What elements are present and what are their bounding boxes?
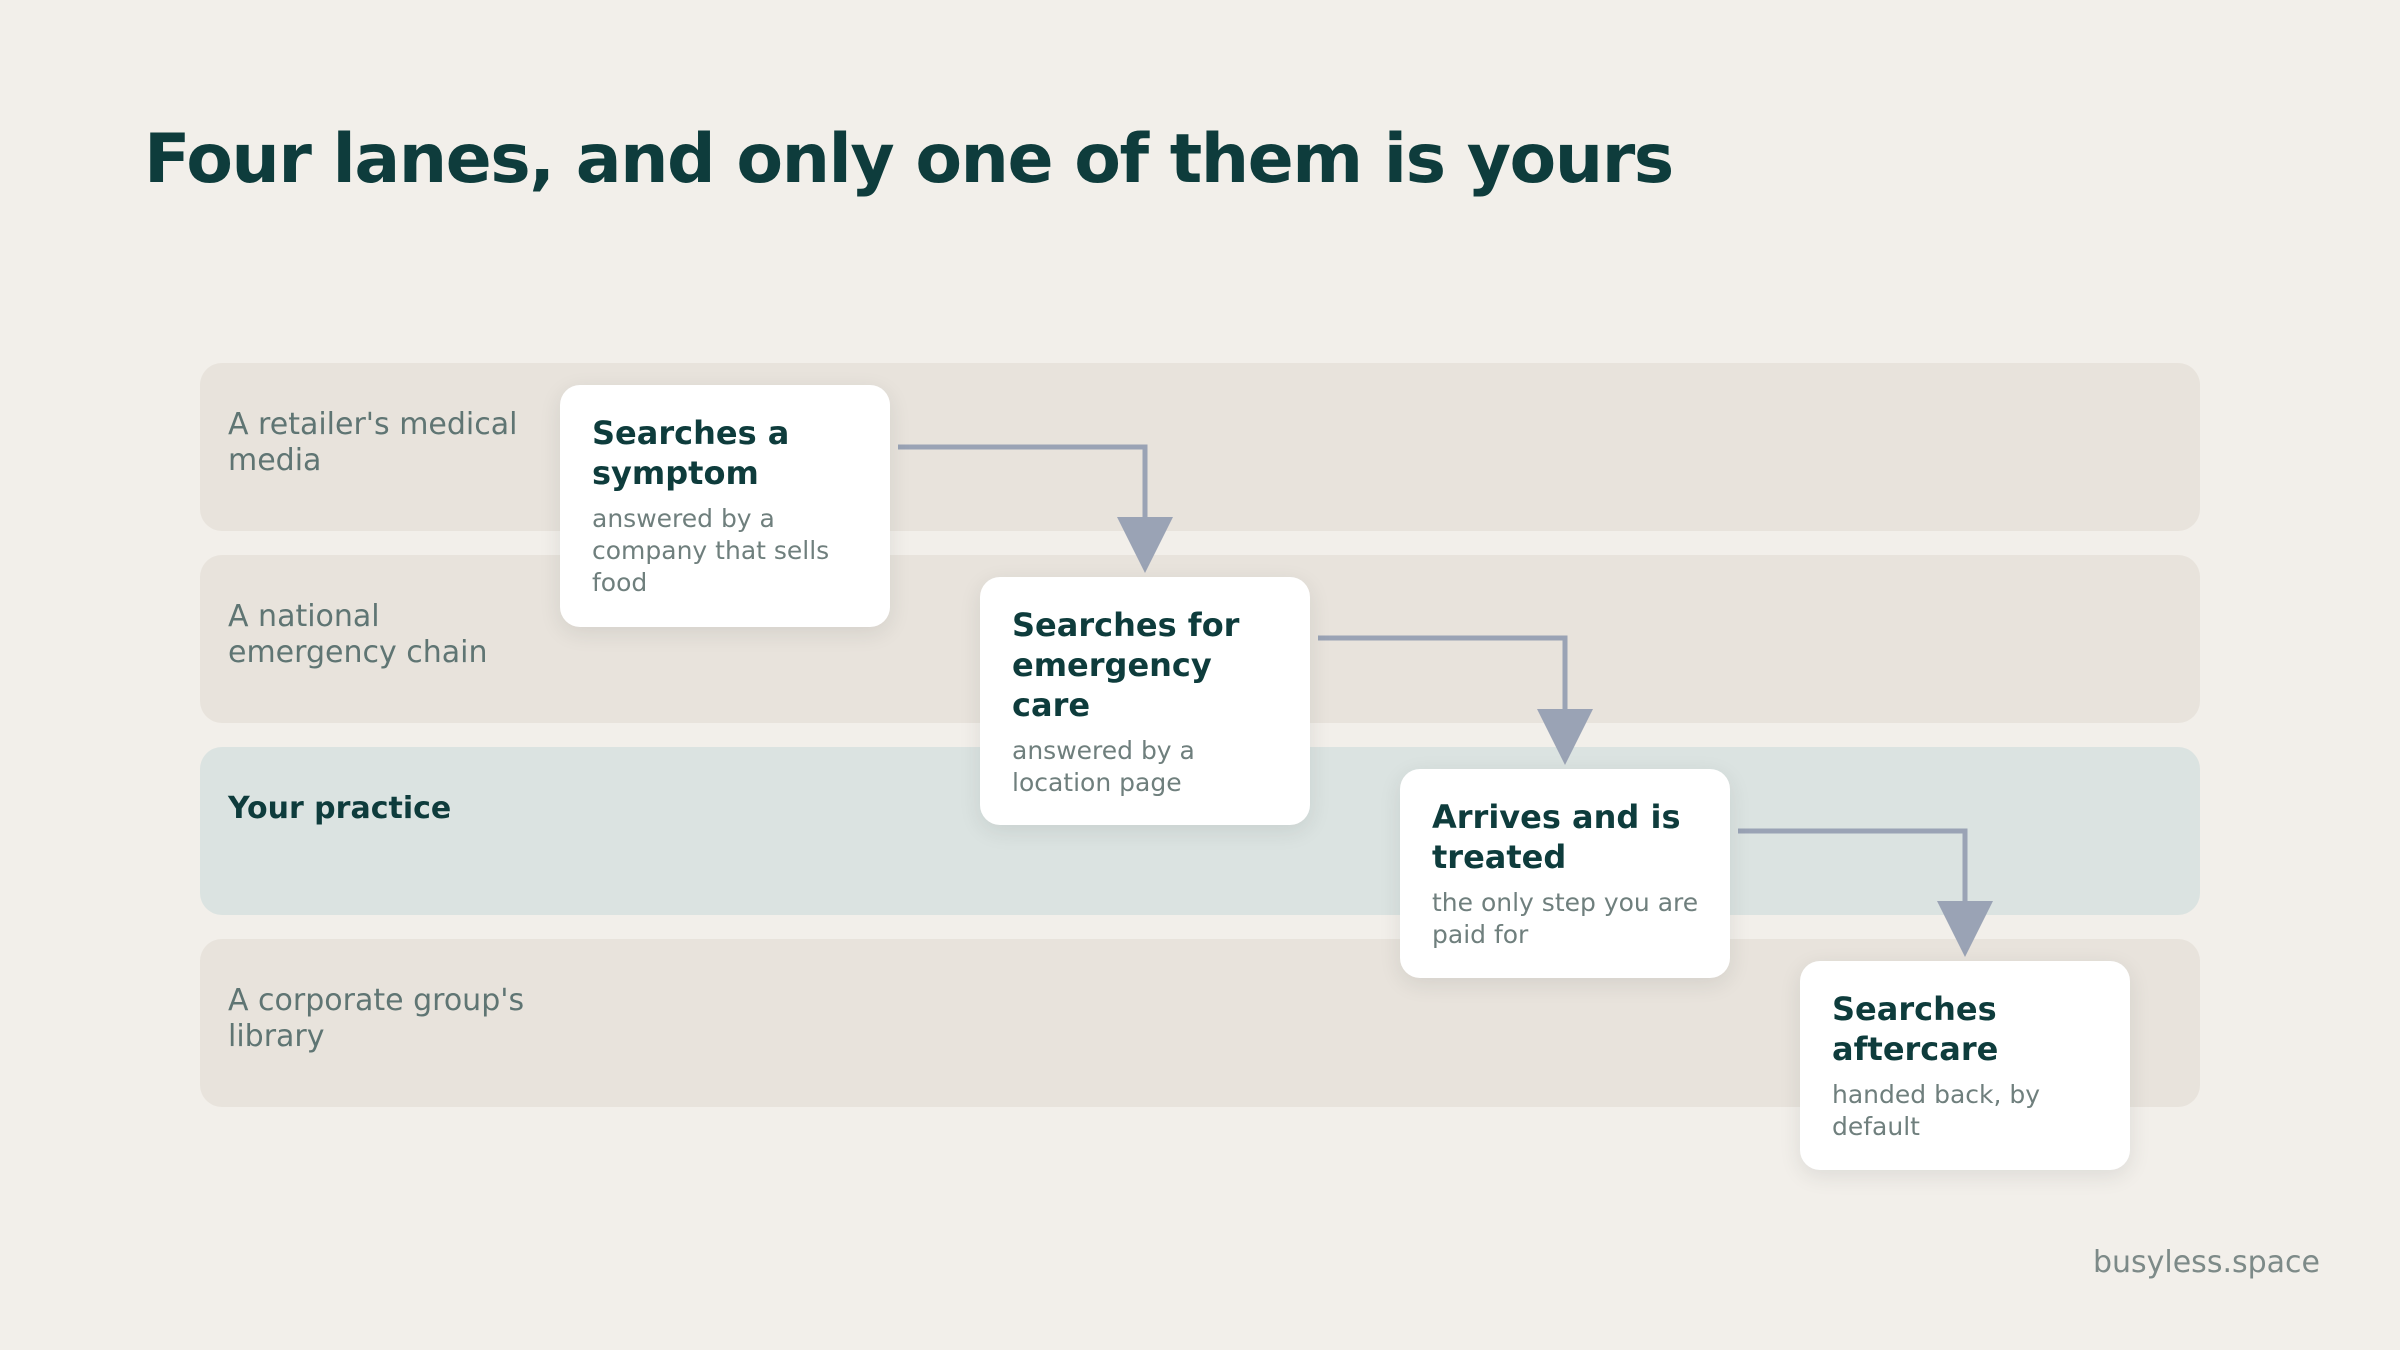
step-card-searches-symptom: Searches a symptom answered by a company… bbox=[560, 385, 890, 627]
step-title: Searches for emergency care bbox=[1012, 606, 1240, 724]
lane-label: A corporate group's library bbox=[228, 983, 525, 1054]
step-subtitle: answered by a location page bbox=[1012, 736, 1195, 797]
step-title: Searches aftercare bbox=[1832, 990, 1999, 1068]
lane-label: A national emergency chain bbox=[228, 599, 488, 670]
step-subtitle: handed back, by default bbox=[1832, 1080, 2041, 1141]
step-card-searches-aftercare: Searches aftercare handed back, by defau… bbox=[1800, 961, 2130, 1170]
page-title: Four lanes, and only one of them is your… bbox=[144, 120, 1674, 199]
step-subtitle: the only step you are paid for bbox=[1432, 888, 1699, 949]
step-card-emergency-care: Searches for emergency care answered by … bbox=[980, 577, 1310, 825]
lane-label: A retailer's medical media bbox=[228, 407, 518, 478]
lane-label: Your practice bbox=[228, 791, 452, 826]
step-card-arrives-treated: Arrives and is treated the only step you… bbox=[1400, 769, 1730, 978]
step-title: Arrives and is treated bbox=[1432, 798, 1681, 876]
step-subtitle: answered by a company that sells food bbox=[592, 504, 830, 597]
lane-retailer-medical-media: A retailer's medical media bbox=[200, 363, 2200, 531]
step-title: Searches a symptom bbox=[592, 414, 790, 492]
footer-brand: busyless.space bbox=[2092, 1245, 2320, 1280]
